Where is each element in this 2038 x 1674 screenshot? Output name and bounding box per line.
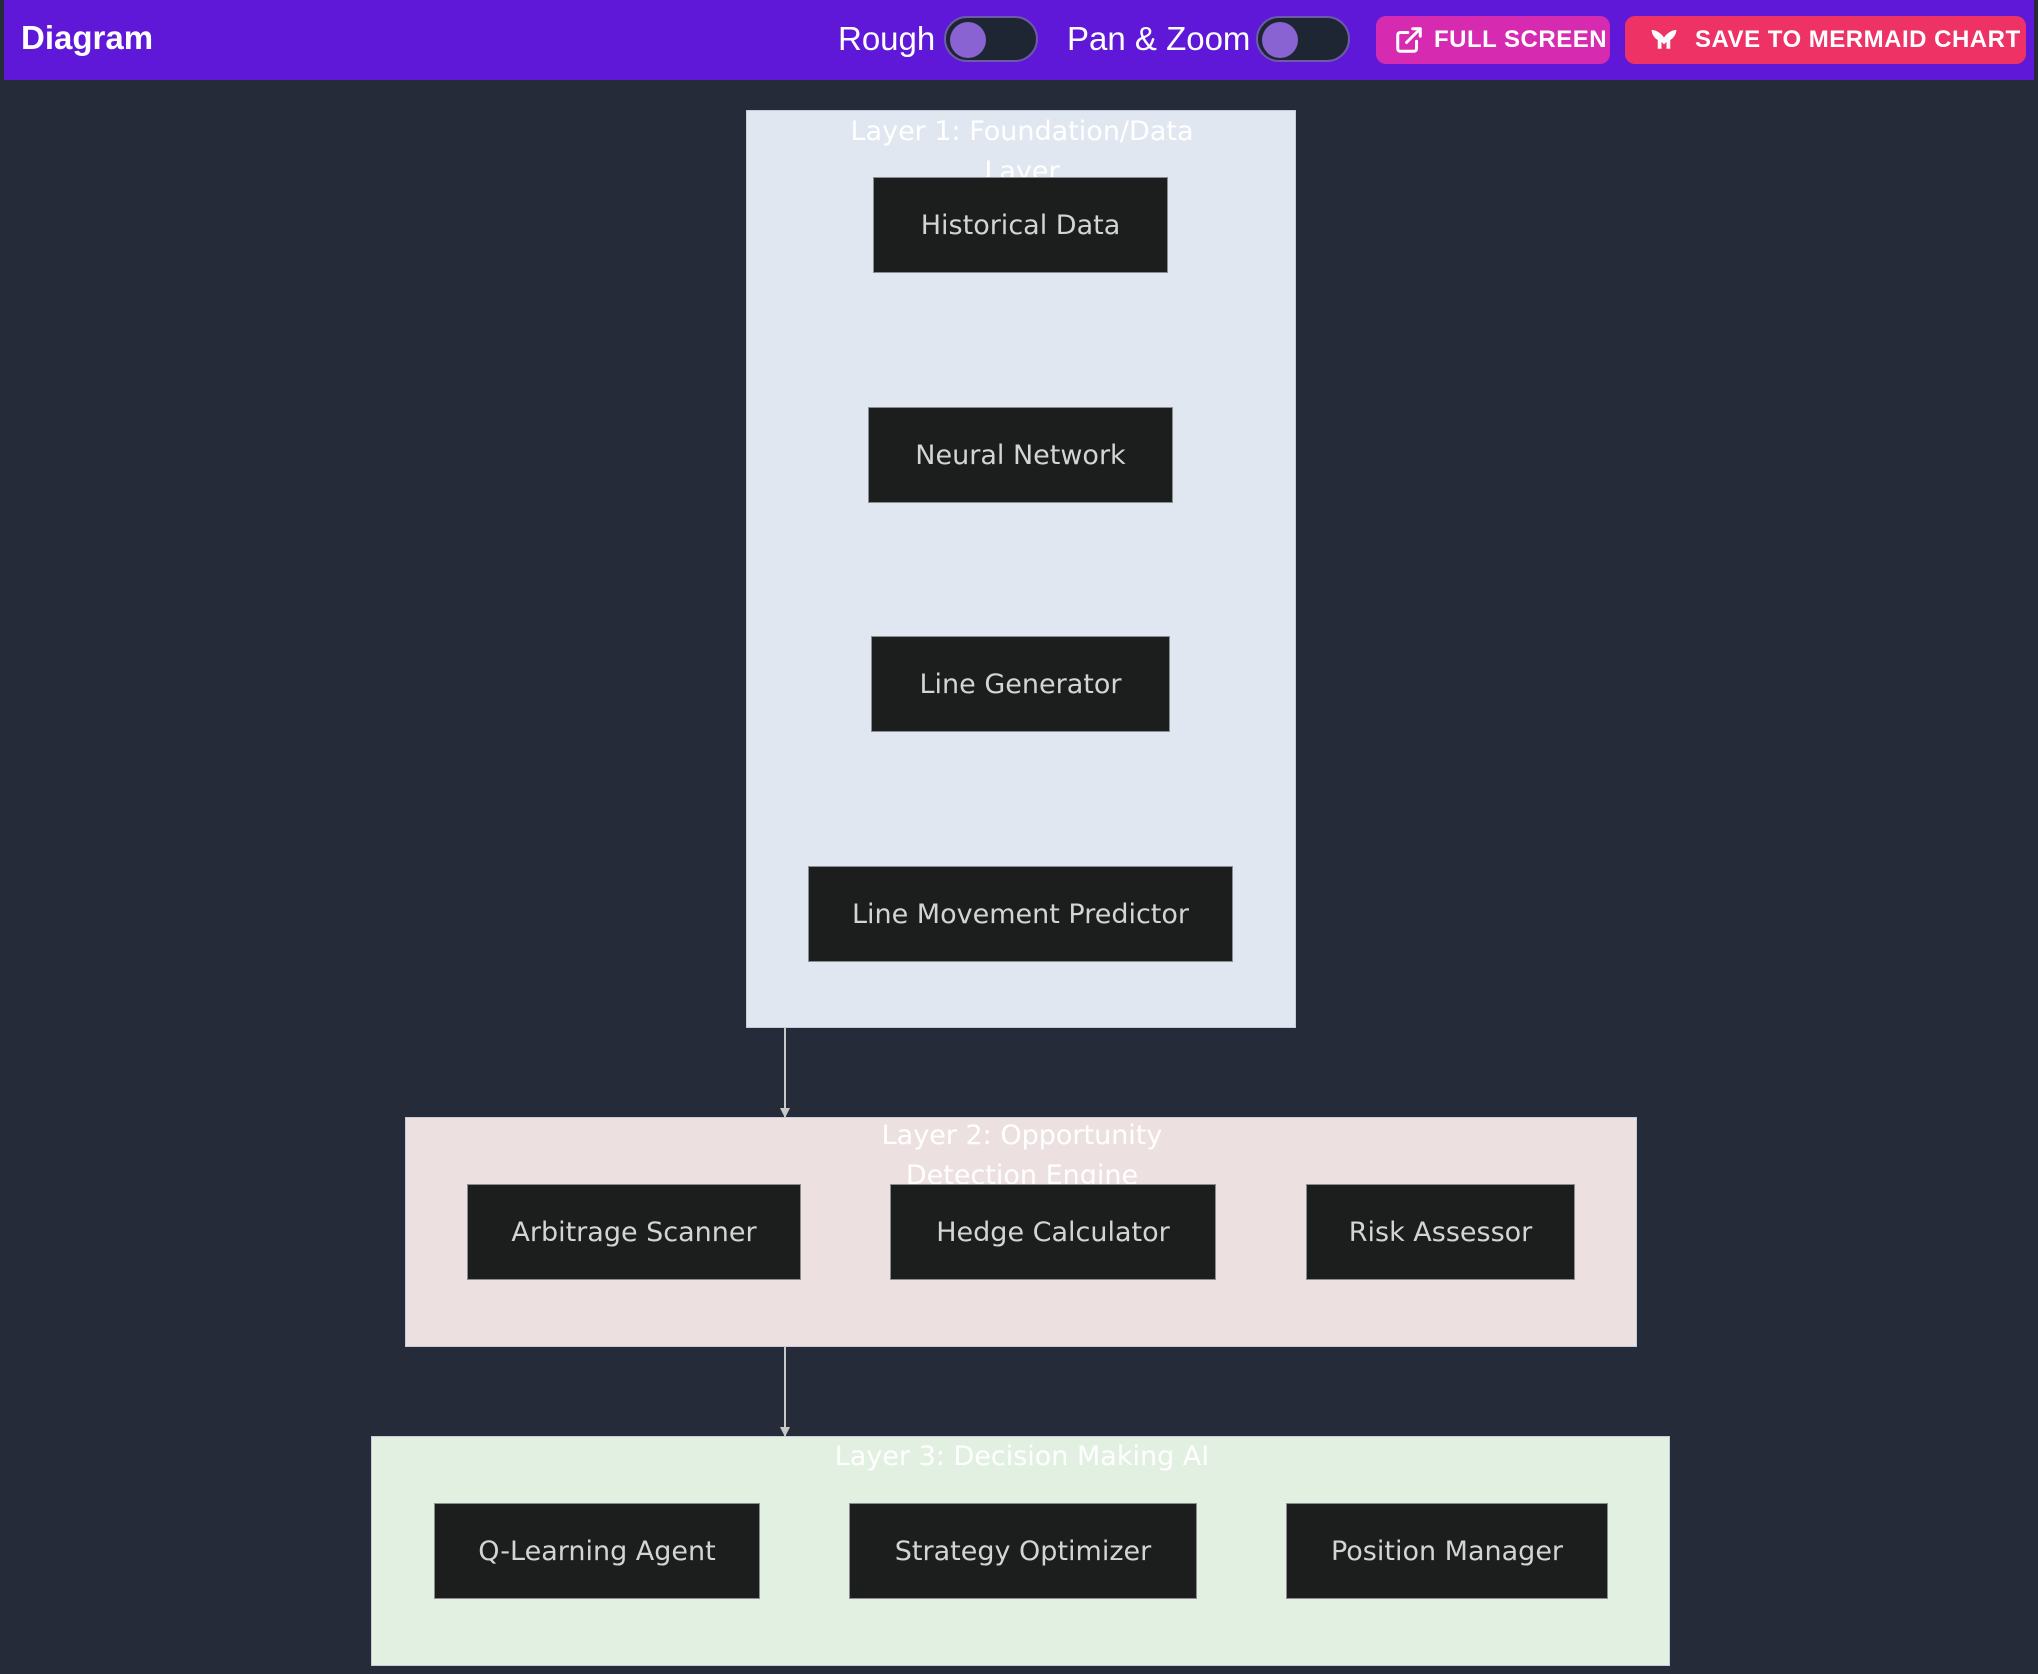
save-to-mermaid-chart-button[interactable]: SAVE TO MERMAID CHART [1625,16,2026,64]
diagram-canvas[interactable]: Layer 1: Foundation/Data Layer Layer 2: … [0,80,2038,1674]
toolbar: Diagram Rough Pan & Zoom FULL SCREEN SAV… [4,0,2034,80]
full-screen-label: FULL SCREEN [1434,26,1608,53]
cluster-title: Layer 1: Foundation/Data Layer [850,116,1194,187]
node-q-learning-agent[interactable]: Q-Learning Agent [434,1503,760,1599]
app-title: Diagram [21,19,154,56]
node-strategy-optimizer[interactable]: Strategy Optimizer [849,1503,1197,1599]
pan-zoom-toggle[interactable] [1256,16,1350,62]
external-link-icon [1394,25,1424,55]
save-to-mermaid-chart-label: SAVE TO MERMAID CHART [1695,26,2021,53]
full-screen-button[interactable]: FULL SCREEN [1376,16,1610,64]
toggle-knob [1262,22,1298,58]
node-line-movement-predictor[interactable]: Line Movement Predictor [808,866,1233,962]
mermaid-logo-icon [1649,25,1679,55]
cluster-title: Layer 3: Decision Making AI [834,1441,1210,1472]
node-arbitrage-scanner[interactable]: Arbitrage Scanner [467,1184,801,1280]
node-neural-network[interactable]: Neural Network [868,407,1173,503]
node-position-manager[interactable]: Position Manager [1286,1503,1608,1599]
node-line-generator[interactable]: Line Generator [871,636,1170,732]
node-historical-data[interactable]: Historical Data [873,177,1168,273]
rough-label: Rough [838,20,936,57]
node-hedge-calculator[interactable]: Hedge Calculator [890,1184,1216,1280]
toggle-knob [950,22,986,58]
node-risk-assessor[interactable]: Risk Assessor [1306,1184,1575,1280]
rough-toggle[interactable] [944,16,1038,62]
pan-zoom-label: Pan & Zoom [1067,20,1251,57]
